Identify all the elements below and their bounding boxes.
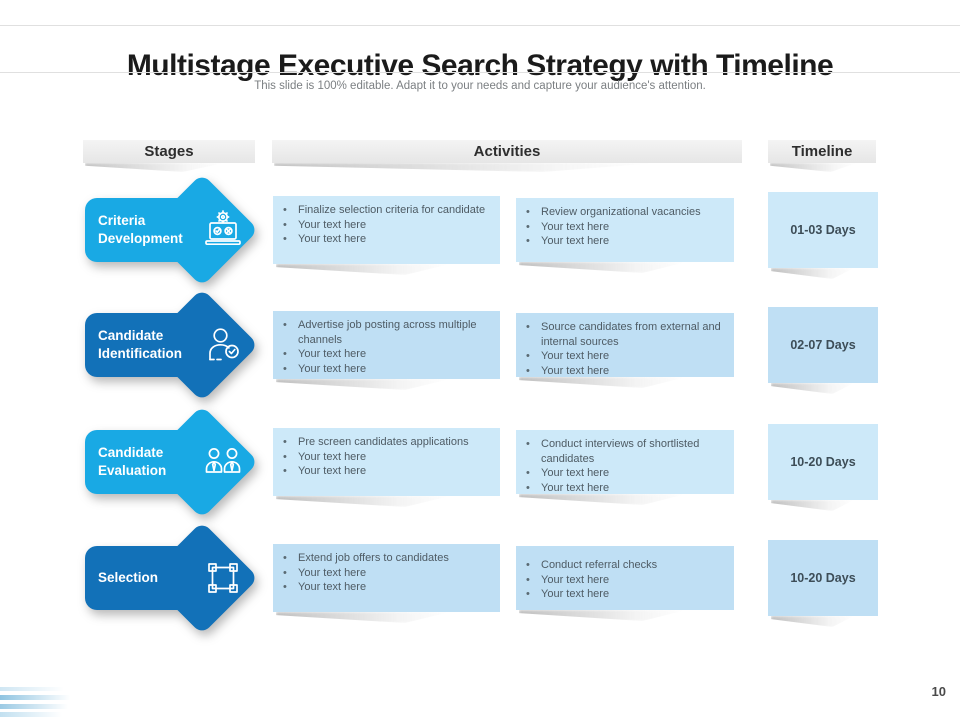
bullet-item: Your text here xyxy=(516,573,726,588)
activity-card: Source candidates from external and inte… xyxy=(516,313,734,379)
stage-row-candidate-identification: Candidate Identification Advertise job p… xyxy=(0,287,960,403)
bullet-item: Your text here xyxy=(516,587,726,602)
bullet-item: Advertise job posting across multiple ch… xyxy=(273,318,492,347)
bullet-item: Your text here xyxy=(273,580,492,595)
stage-label: Selection xyxy=(98,570,159,586)
bullet-item: Your text here xyxy=(273,450,492,465)
bullet-item: Your text here xyxy=(516,349,726,364)
bullet-item: Extend job offers to candidates xyxy=(273,551,492,566)
timeline-label: 02-07 Days xyxy=(790,338,856,352)
timeline-label: 10-20 Days xyxy=(790,455,856,469)
activity-card: Conduct referral checks Your text here Y… xyxy=(516,546,734,610)
bullet-item: Source candidates from external and inte… xyxy=(516,320,726,349)
activity-card: Finalize selection criteria for candidat… xyxy=(273,196,500,264)
timeline-card: 10-20 Days xyxy=(768,540,878,616)
column-header-timeline: Timeline xyxy=(768,140,876,163)
column-header-activities: Activities xyxy=(272,140,742,163)
page-title: Multistage Executive Search Strategy wit… xyxy=(126,49,834,83)
bullet-item: Conduct interviews of shortlisted candid… xyxy=(516,437,726,466)
stage-label: Candidate Identification xyxy=(98,328,182,361)
bullet-item: Finalize selection criteria for candidat… xyxy=(273,203,492,218)
bullet-item: Review organizational vacancies xyxy=(516,205,726,220)
timeline-card: 01-03 Days xyxy=(768,192,878,268)
activity-card: Review organizational vacancies Your tex… xyxy=(516,198,734,262)
activity-card: Pre screen candidates applications Your … xyxy=(273,428,500,496)
bullet-item: Your text here xyxy=(516,220,726,235)
stage-row-criteria-development: Criteria Development Finalize selection … xyxy=(0,172,960,288)
bullet-item: Your text here xyxy=(516,234,726,249)
timeline-card: 02-07 Days xyxy=(768,307,878,383)
top-divider xyxy=(0,25,960,26)
page-subtitle: This slide is 100% editable. Adapt it to… xyxy=(254,80,706,92)
bullet-item: Your text here xyxy=(273,362,492,377)
title-divider xyxy=(0,72,960,73)
bullet-item: Your text here xyxy=(516,481,726,496)
two-candidates-icon xyxy=(201,440,245,484)
stage-arrow-shape xyxy=(0,404,280,520)
laptop-gear-icon xyxy=(201,208,245,252)
stage-arrow-shape xyxy=(0,520,280,636)
bullet-item: Your text here xyxy=(516,466,726,481)
stage-arrow-shape xyxy=(0,172,280,288)
decorative-stripe xyxy=(0,704,68,709)
stage-row-selection: Selection Extend job offers to candidate… xyxy=(0,520,960,636)
activity-card: Conduct interviews of shortlisted candid… xyxy=(516,430,734,496)
selection-frame-icon xyxy=(201,556,245,600)
bullet-item: Your text here xyxy=(273,218,492,233)
stage-arrow-shape xyxy=(0,287,280,403)
person-check-icon xyxy=(201,323,245,367)
timeline-card: 10-20 Days xyxy=(768,424,878,500)
timeline-label: 10-20 Days xyxy=(790,571,856,585)
decorative-stripe xyxy=(0,712,62,717)
timeline-label: 01-03 Days xyxy=(790,223,856,237)
bullet-item: Your text here xyxy=(516,364,726,379)
bullet-item: Your text here xyxy=(273,464,492,479)
stage-label: Candidate Evaluation xyxy=(98,445,167,478)
stage-label: Criteria Development xyxy=(98,213,183,246)
bullet-item: Pre screen candidates applications xyxy=(273,435,492,450)
bullet-item: Your text here xyxy=(273,232,492,247)
bullet-item: Your text here xyxy=(273,347,492,362)
bullet-item: Conduct referral checks xyxy=(516,558,726,573)
decorative-stripe xyxy=(0,695,70,700)
bullet-item: Your text here xyxy=(273,566,492,581)
decorative-stripe xyxy=(0,687,64,691)
stage-row-candidate-evaluation: Candidate Evaluation Pre screen candidat… xyxy=(0,404,960,520)
activity-card: Extend job offers to candidates Your tex… xyxy=(273,544,500,612)
page-number: 10 xyxy=(931,684,946,699)
activity-card: Advertise job posting across multiple ch… xyxy=(273,311,500,379)
column-header-stages: Stages xyxy=(83,140,255,163)
